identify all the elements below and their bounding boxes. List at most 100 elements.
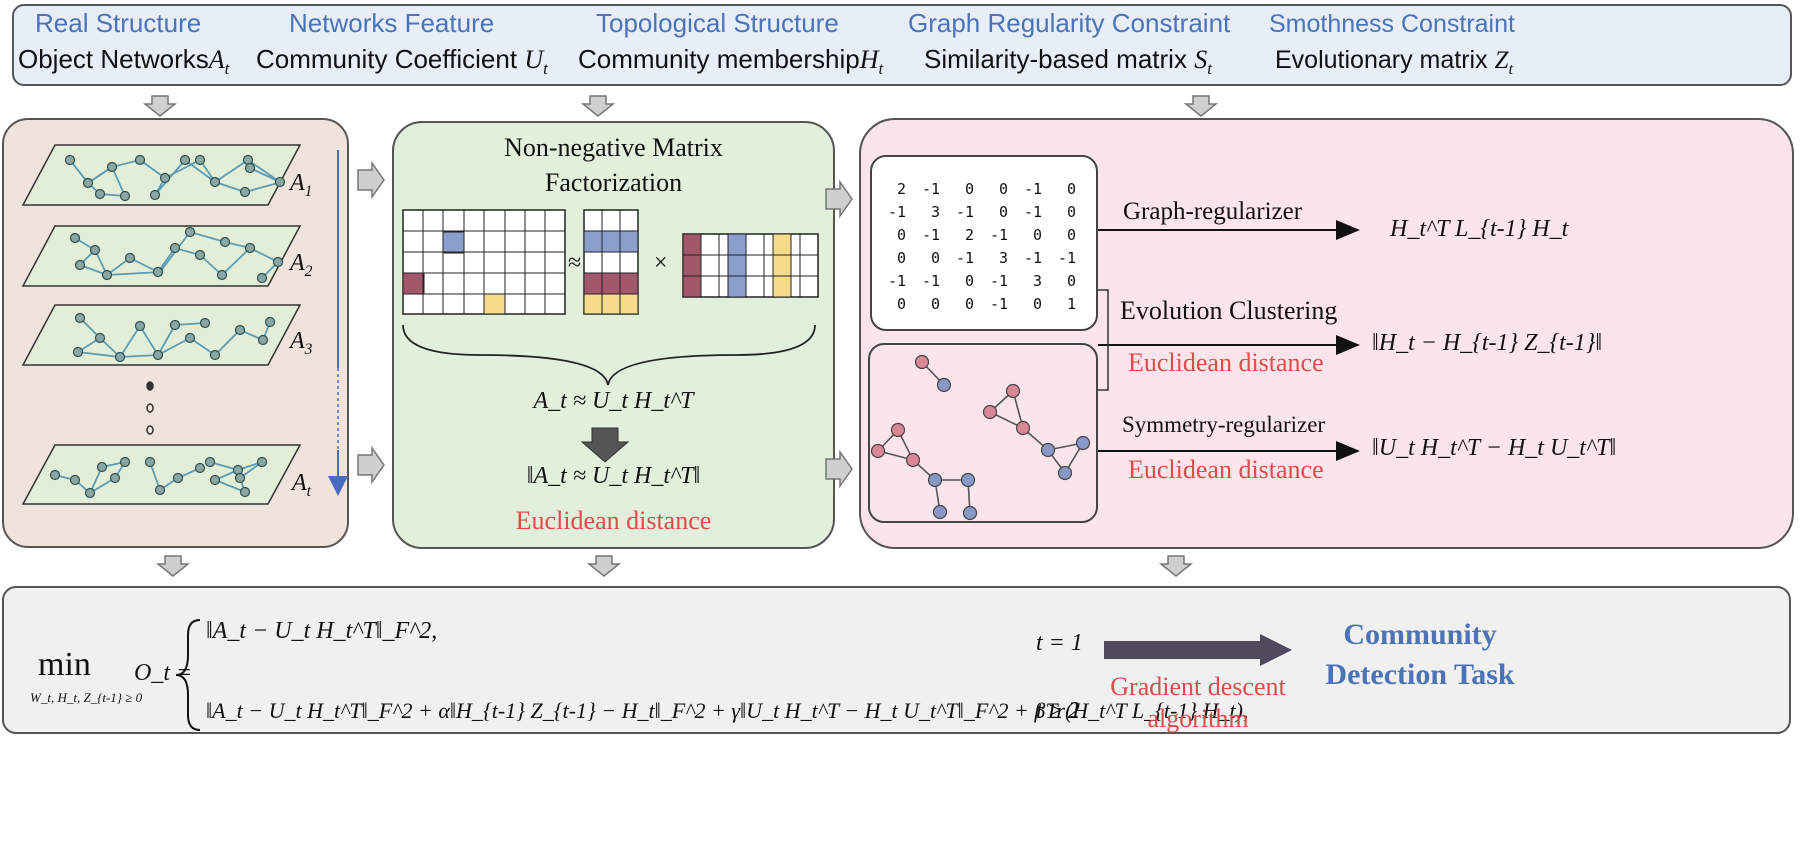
method-line2: algorithm bbox=[1147, 704, 1249, 733]
network-nodes bbox=[49, 154, 286, 499]
evolution-formula: ‖H_t − H_{t-1} Z_{t-1}‖ bbox=[1372, 330, 1603, 356]
graph-regularizer-label: Graph-regularizer bbox=[1123, 198, 1303, 225]
laplacian-cell: -1 bbox=[955, 203, 974, 221]
cluster-nodes bbox=[870, 354, 1091, 521]
laplacian-cell: -1 bbox=[989, 295, 1008, 313]
laplacian-cell: 0 bbox=[964, 272, 974, 290]
min-label: min bbox=[38, 646, 91, 683]
header-subtitle-object-networks: Object NetworksAt bbox=[18, 44, 230, 79]
laplacian-cell: -1 bbox=[921, 180, 940, 198]
symmetry-formula: ‖U_t H_t^T − H_t U_t^T‖ bbox=[1372, 435, 1617, 461]
objective-lhs: O_t = bbox=[134, 660, 193, 686]
laplacian-cell: -1 bbox=[955, 249, 974, 267]
header-title-graph-regularity: Graph Regularity Constraint bbox=[908, 8, 1231, 38]
laplacian-cell: 3 bbox=[1032, 272, 1042, 290]
laplacian-cell: -1 bbox=[887, 272, 906, 290]
graph-regularizer-formula: H_t^T L_{t-1} H_t bbox=[1390, 216, 1569, 242]
matrix-grid-lines bbox=[403, 210, 818, 314]
laplacian-cell: 0 bbox=[964, 180, 974, 198]
laplacian-row: 2 -1 0 0 -1 0 bbox=[872, 178, 1076, 201]
min-subscript: W_t, H_t, Z_{t-1} ≥ 0 bbox=[30, 690, 143, 705]
approx-symbol: ≈ bbox=[568, 250, 582, 276]
laplacian-cell: 0 bbox=[998, 203, 1008, 221]
task-line1: Community bbox=[1343, 618, 1497, 651]
laplacian-cell: 0 bbox=[896, 226, 906, 244]
network-label-A3: A3 bbox=[290, 328, 313, 358]
matrix-H bbox=[682, 233, 819, 298]
ellipsis-dots bbox=[146, 381, 154, 435]
nmf-equation: A_t ≈ U_t H_t^T bbox=[533, 388, 694, 414]
laplacian-cell: -1 bbox=[989, 226, 1008, 244]
nmf-title-line1: Non-negative Matrix bbox=[504, 133, 723, 162]
header-title-real-structure: Real Structure bbox=[35, 8, 202, 38]
nmf-distance-label: Euclidean distance bbox=[515, 506, 712, 535]
laplacian-row: 0 0 0 -1 0 1 bbox=[872, 293, 1076, 316]
laplacian-cell: 0 bbox=[964, 295, 974, 313]
method-line1: Gradient descent bbox=[1110, 672, 1286, 701]
brace-icon bbox=[402, 324, 816, 386]
method-arrow bbox=[1104, 634, 1292, 666]
evolution-distance-label: Euclidean distance bbox=[1128, 348, 1324, 377]
symmetry-label: Symmetry-regularizer bbox=[1122, 412, 1326, 437]
laplacian-row: -1 3 -1 0 -1 0 bbox=[872, 201, 1076, 224]
network-label-A2: A2 bbox=[290, 250, 313, 280]
laplacian-cell: 0 bbox=[1032, 295, 1042, 313]
laplacian-cell: -1 bbox=[921, 226, 940, 244]
header-subtitle-community-membership: Community membershipHt bbox=[578, 44, 884, 79]
laplacian-cell: 0 bbox=[930, 249, 940, 267]
objective-case2: ‖A_t − U_t H_t^T‖_F^2 + α‖H_{t-1} Z_{t-1… bbox=[206, 698, 1249, 723]
laplacian-cell: 0 bbox=[1066, 272, 1076, 290]
laplacian-box bbox=[870, 155, 1098, 331]
header-title-smoothness: Smothness Constraint bbox=[1269, 10, 1515, 38]
laplacian-cell: 2 bbox=[896, 180, 906, 198]
objective-case1-condition: t = 1 bbox=[1036, 630, 1083, 656]
down-arrow-icon bbox=[142, 95, 1219, 577]
objective-case1: ‖A_t − U_t H_t^T‖_F^2, bbox=[206, 618, 438, 644]
task-line2: Detection Task bbox=[1325, 658, 1515, 691]
cluster-box bbox=[868, 343, 1098, 523]
laplacian-row: 0 -1 2 -1 0 0 bbox=[872, 224, 1076, 247]
evolution-bracket bbox=[1098, 289, 1109, 391]
header-title-topological-structure: Topological Structure bbox=[596, 8, 839, 38]
network-label-At: At bbox=[292, 470, 312, 500]
laplacian-cell: -1 bbox=[1023, 249, 1042, 267]
network-plane-1 bbox=[21, 144, 302, 505]
laplacian-cell: 0 bbox=[896, 249, 906, 267]
laplacian-cell: 0 bbox=[998, 180, 1008, 198]
laplacian-cell: 1 bbox=[1066, 295, 1076, 313]
times-symbol: × bbox=[654, 250, 668, 276]
header-subtitle-similarity-matrix: Similarity-based matrix St bbox=[924, 44, 1212, 79]
laplacian-cell: 0 bbox=[1066, 203, 1076, 221]
laplacian-cell: -1 bbox=[1057, 249, 1076, 267]
laplacian-cell: 0 bbox=[1032, 226, 1042, 244]
dark-down-arrow-icon bbox=[580, 427, 630, 463]
laplacian-cell: 3 bbox=[930, 203, 940, 221]
laplacian-row: -1 -1 0 -1 3 0 bbox=[872, 270, 1076, 293]
header-bar bbox=[12, 4, 1792, 86]
nmf-panel bbox=[392, 121, 835, 549]
laplacian-cell: 0 bbox=[930, 295, 940, 313]
header-subtitle-community-coefficient: Community Coefficient Ut bbox=[256, 44, 548, 79]
laplacian-cell: 0 bbox=[1066, 180, 1076, 198]
nmf-norm-equation: ‖A_t ≈ U_t H_t^T‖ bbox=[526, 463, 701, 489]
laplacian-cell: 0 bbox=[896, 295, 906, 313]
laplacian-cell: -1 bbox=[1023, 203, 1042, 221]
cases-brace-icon bbox=[175, 619, 201, 731]
evolution-label: Evolution Clustering bbox=[1120, 296, 1338, 325]
header-subtitle-evolutionary-matrix: Evolutionary matrix Zt bbox=[1275, 46, 1513, 78]
laplacian-cell: 2 bbox=[964, 226, 974, 244]
laplacian-cell: 0 bbox=[1066, 226, 1076, 244]
nmf-title-line2: Factorization bbox=[544, 168, 683, 197]
objective-case2-condition: t ≥ 2 bbox=[1036, 698, 1080, 724]
laplacian-cell: -1 bbox=[989, 272, 1008, 290]
header-title-networks-feature: Networks Feature bbox=[289, 8, 495, 38]
symmetry-distance-label: Euclidean distance bbox=[1128, 455, 1324, 484]
laplacian-cell: -1 bbox=[921, 272, 940, 290]
laplacian-cell: -1 bbox=[1023, 180, 1042, 198]
objective-panel bbox=[2, 586, 1791, 734]
laplacian-cell: -1 bbox=[887, 203, 906, 221]
right-arrow-icon bbox=[357, 160, 853, 489]
